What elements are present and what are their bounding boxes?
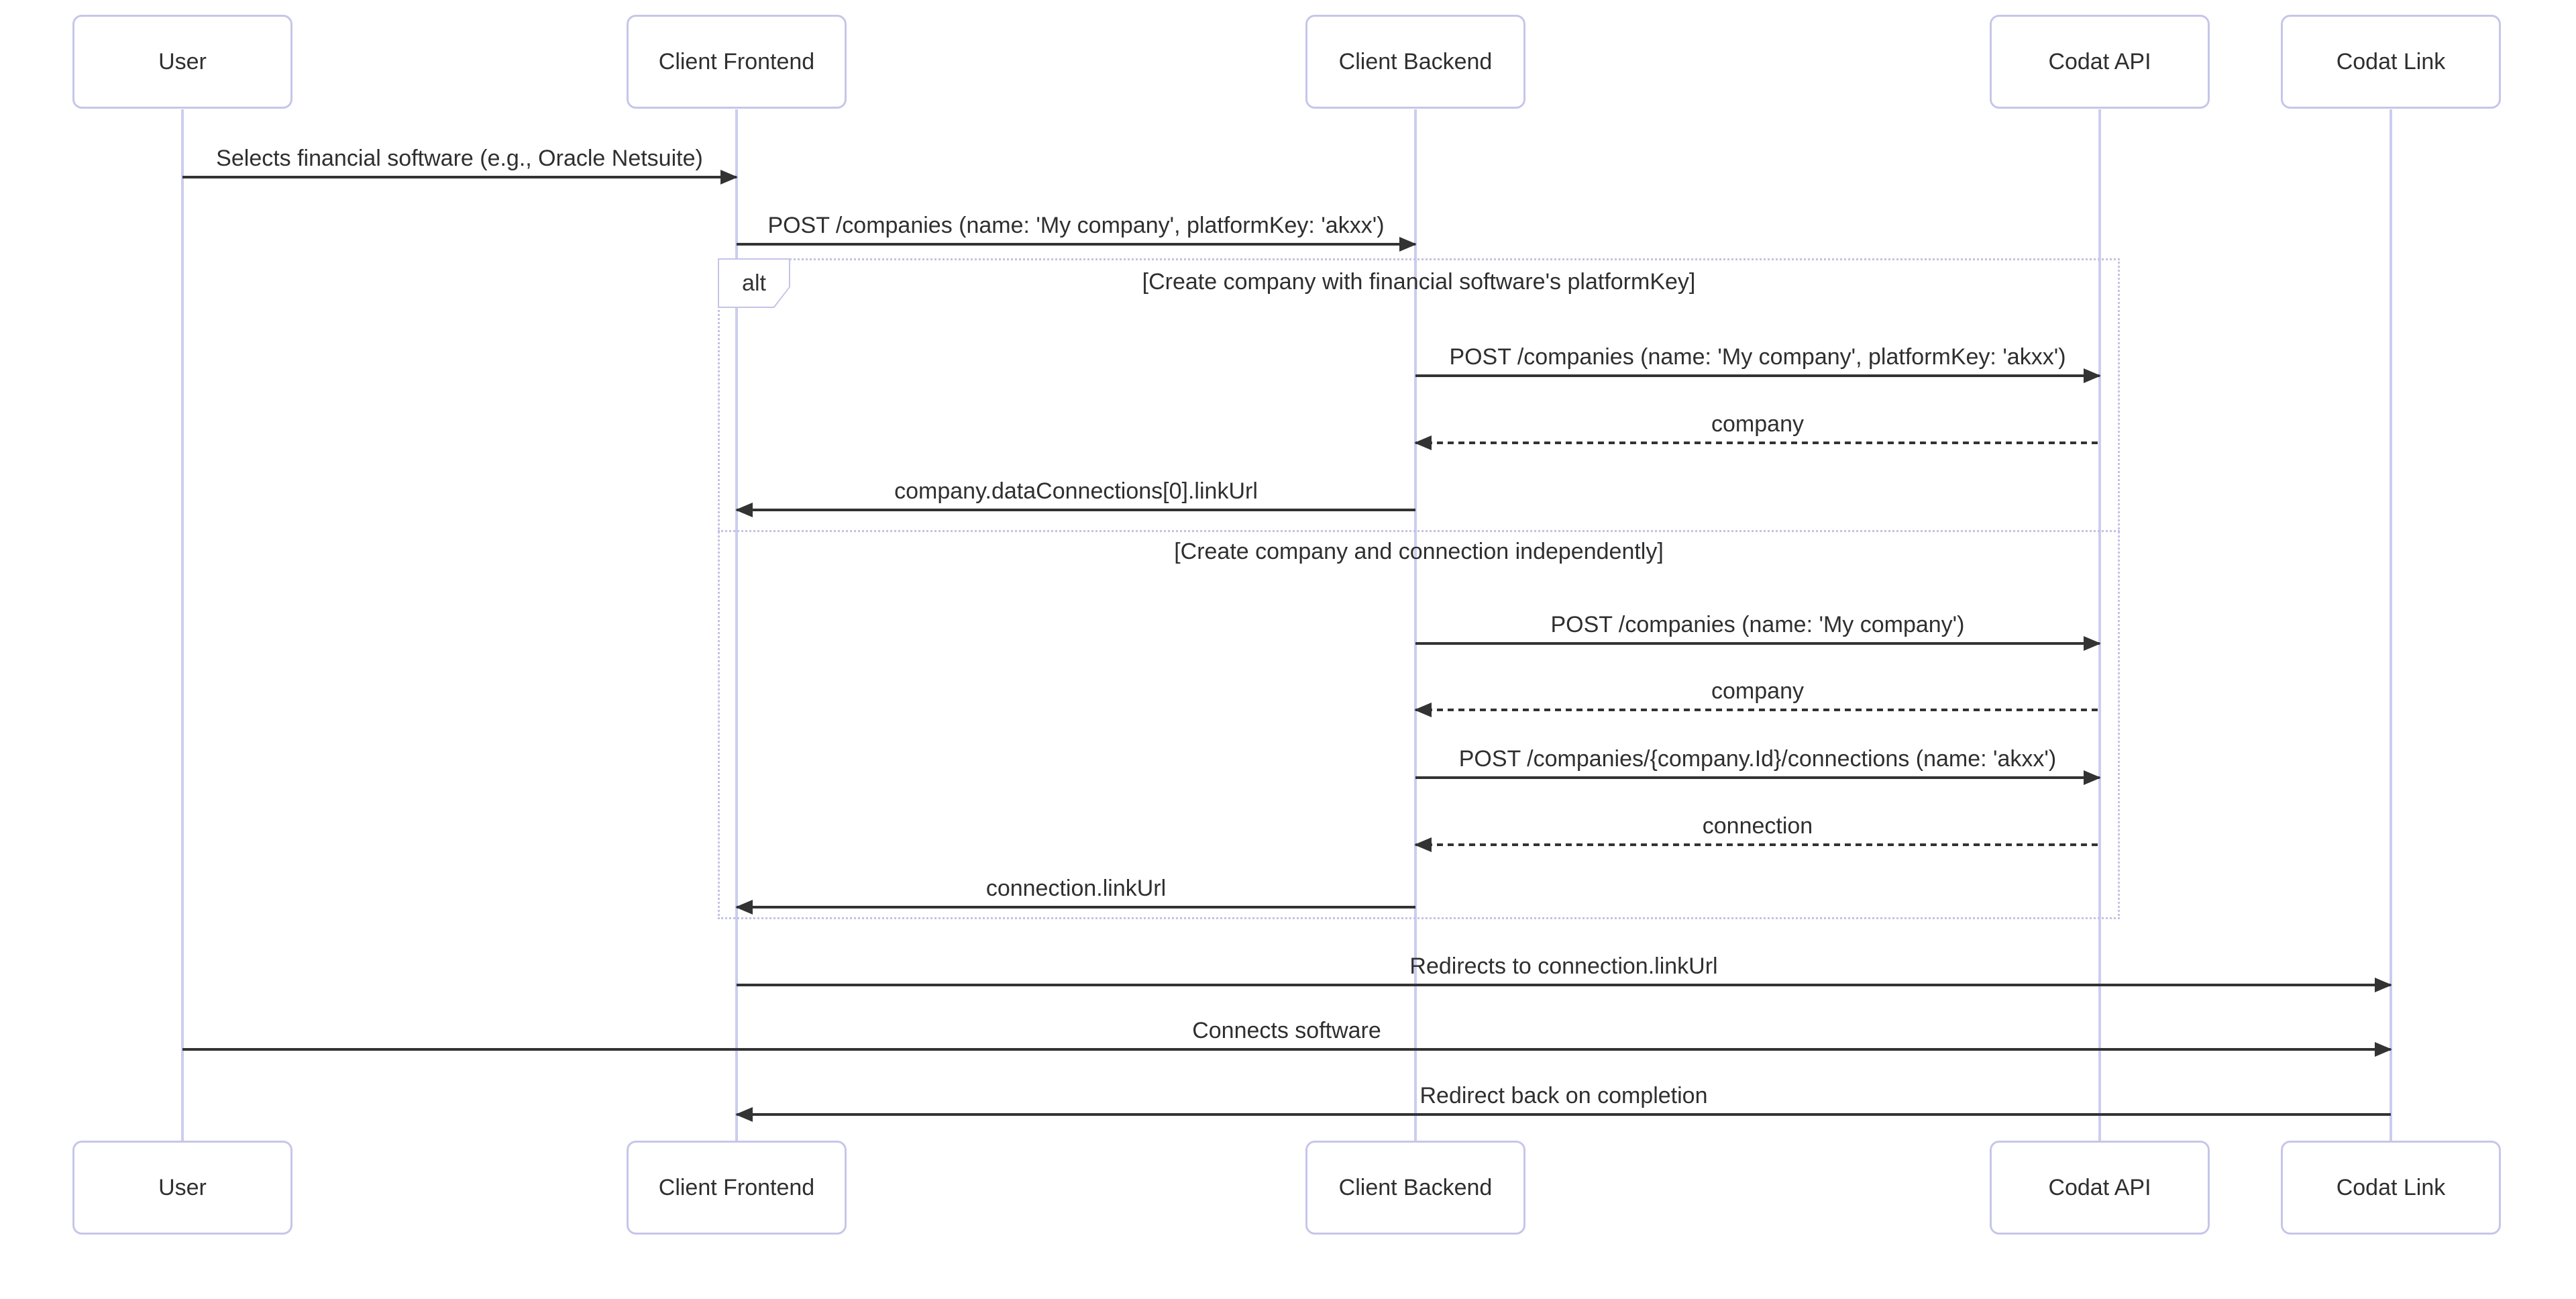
arrow-line: [737, 906, 1415, 908]
arrow-line: [737, 509, 1415, 511]
message-redirects-to-linkurl: Redirects to connection.linkUrl: [737, 951, 2391, 986]
message-redirect-back: Redirect back on completion: [737, 1081, 2391, 1116]
message-text: company.dataConnections[0].linkUrl: [894, 478, 1258, 504]
participant-client-backend-bottom: Client Backend: [1305, 1141, 1525, 1235]
message-text: POST /companies (name: 'My company', pla…: [767, 213, 1385, 238]
arrow-line: [182, 1048, 2391, 1051]
lifeline-user: [181, 109, 184, 1141]
message-text: POST /companies (name: 'My company', pla…: [1449, 344, 2066, 370]
message-return-company-2: company: [1415, 676, 2100, 711]
message-text: POST /companies/{company.Id}/connections…: [1458, 746, 2057, 772]
alt-label: alt: [718, 258, 790, 308]
participant-codat-api-bottom: Codat API: [1990, 1141, 2210, 1235]
arrow-line: [737, 1113, 2391, 1116]
arrow-line: [1415, 642, 2100, 645]
message-return-connection: connection: [1415, 811, 2100, 846]
message-post-connections: POST /companies/{company.Id}/connections…: [1415, 744, 2100, 779]
arrow-line: [1415, 843, 2100, 846]
message-alt-post-companies-platformkey: POST /companies (name: 'My company', pla…: [1415, 342, 2100, 377]
alt-condition-1: [Create company with financial software'…: [1142, 269, 1696, 295]
lifeline-client-backend: [1414, 109, 1417, 1141]
message-text: connection: [1702, 813, 1813, 839]
participant-codat-link-bottom: Codat Link: [2281, 1141, 2501, 1235]
alt-label-text: alt: [719, 260, 789, 307]
lifeline-codat-link: [2390, 109, 2392, 1141]
alt-divider: [718, 530, 2120, 532]
message-post-companies: POST /companies (name: 'My company'): [1415, 610, 2100, 645]
message-text: Connects software: [1192, 1018, 1381, 1043]
message-text: Selects financial software (e.g., Oracle…: [216, 146, 703, 171]
arrow-line: [737, 243, 1415, 246]
message-text: connection.linkUrl: [985, 876, 1167, 901]
arrow-line: [182, 176, 737, 178]
participant-client-frontend-bottom: Client Frontend: [627, 1141, 847, 1235]
message-text: company: [1711, 678, 1804, 704]
participant-user-top: User: [72, 15, 292, 109]
arrow-line: [1415, 776, 2100, 779]
participant-codat-api-top: Codat API: [1990, 15, 2210, 109]
alt-frame: [718, 258, 2120, 919]
message-company-dataconnections-linkurl: company.dataConnections[0].linkUrl: [737, 476, 1415, 511]
message-post-companies-platformkey: POST /companies (name: 'My company', pla…: [737, 211, 1415, 246]
message-selects-financial-software: Selects financial software (e.g., Oracle…: [182, 144, 737, 178]
message-text: company: [1711, 411, 1804, 437]
arrow-line: [1415, 374, 2100, 377]
message-text: Redirects to connection.linkUrl: [1409, 953, 1718, 979]
participant-user-bottom: User: [72, 1141, 292, 1235]
message-connects-software: Connects software: [182, 1016, 2391, 1051]
message-text: POST /companies (name: 'My company'): [1550, 612, 1965, 637]
participant-client-backend-top: Client Backend: [1305, 15, 1525, 109]
arrow-line: [1415, 709, 2100, 711]
arrow-line: [737, 984, 2391, 986]
participant-codat-link-top: Codat Link: [2281, 15, 2501, 109]
lifeline-client-frontend: [735, 109, 738, 1141]
message-connection-linkurl: connection.linkUrl: [737, 874, 1415, 908]
message-text: Redirect back on completion: [1419, 1083, 1708, 1108]
lifeline-codat-api: [2098, 109, 2101, 1141]
alt-condition-2: [Create company and connection independe…: [1174, 539, 1664, 564]
arrow-line: [1415, 441, 2100, 444]
message-return-company-1: company: [1415, 409, 2100, 444]
participant-client-frontend-top: Client Frontend: [627, 15, 847, 109]
